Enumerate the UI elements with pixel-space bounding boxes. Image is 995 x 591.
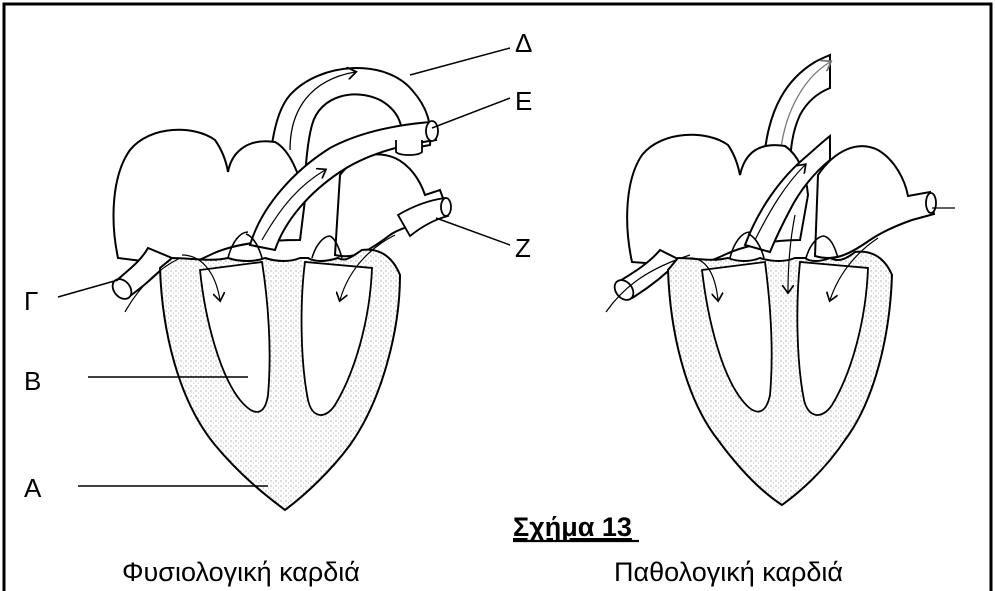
leader-z — [436, 218, 510, 245]
pulmonary-branch-stub — [396, 140, 422, 155]
caption-pathological-heart: Παθολογική καρδιά — [614, 557, 843, 587]
pulmonary-artery-opening-top — [426, 121, 438, 141]
label-a: Α — [24, 473, 42, 503]
pathological-vessel-opening — [926, 193, 936, 213]
figure-title: Σχήμα 13 — [513, 512, 632, 542]
caption-normal-heart: Φυσιολογική καρδιά — [122, 557, 360, 587]
vessel-z-opening — [441, 198, 451, 216]
label-e: Ε — [515, 86, 532, 116]
label-z: Ζ — [515, 233, 531, 263]
label-g: Γ — [24, 286, 38, 316]
pathological-right-atrium — [815, 146, 934, 258]
leader-d — [410, 48, 510, 75]
pathological-heart — [606, 55, 955, 505]
normal-heart — [109, 68, 451, 510]
label-d: Δ — [515, 28, 532, 58]
leader-e — [432, 98, 510, 128]
leader-g — [58, 280, 118, 297]
label-b: Β — [24, 366, 41, 396]
